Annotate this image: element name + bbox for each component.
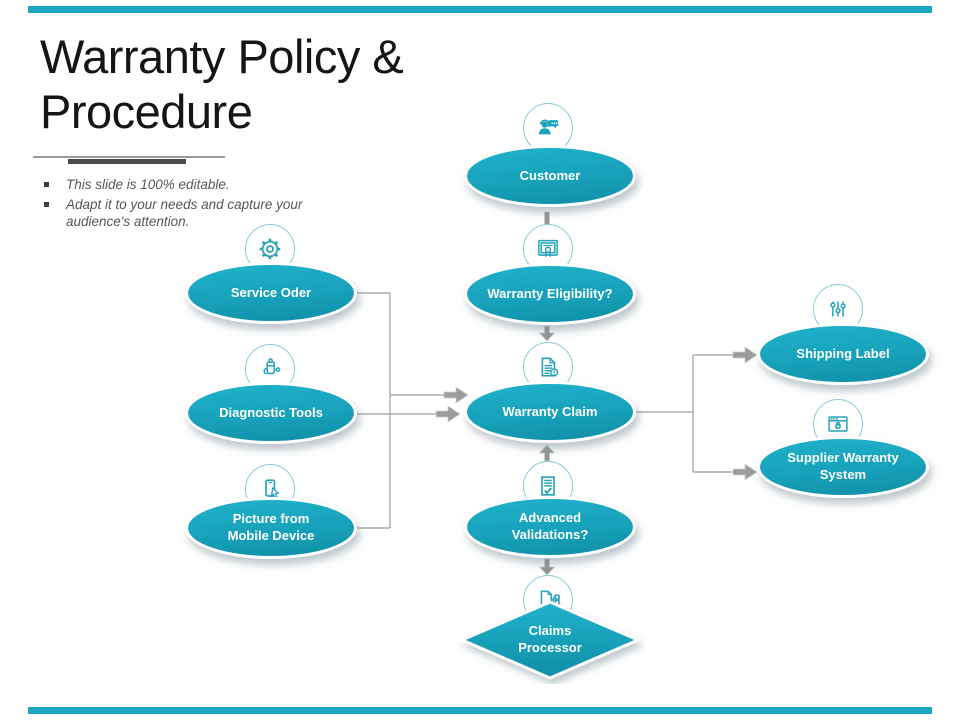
diamond-shape — [458, 600, 642, 680]
node-claims-processor — [455, 596, 645, 684]
arrow-validations-to-processor-icon — [538, 558, 556, 576]
bullet-item: This slide is 100% editable. — [42, 177, 344, 194]
title-underline — [33, 156, 225, 158]
node-service-order: Service Oder — [185, 262, 357, 324]
node-label: Supplier Warranty System — [787, 450, 899, 482]
node-label: Picture from Mobile Device — [227, 511, 315, 543]
node-customer: Customer — [464, 145, 636, 207]
bullet-list: This slide is 100% editable. Adapt it to… — [42, 177, 344, 234]
node-diagnostic-tools: Diagnostic Tools — [185, 382, 357, 444]
arrow-eligibility-to-claim-icon — [538, 325, 556, 342]
bullet-text: This slide is 100% editable. — [66, 177, 230, 192]
page-title: Warranty Policy & Procedure — [40, 30, 404, 138]
node-warranty-claim: Warranty Claim — [464, 381, 636, 443]
arrow-validations-to-claim-icon — [538, 444, 556, 462]
node-label: Warranty Eligibility? — [487, 285, 613, 301]
bullet-square-icon — [44, 201, 49, 207]
arrow-into-claim-upper-icon — [443, 386, 469, 404]
node-label: Shipping Label — [796, 345, 890, 361]
node-label: Warranty Claim — [502, 403, 598, 419]
node-picture-from-mobile: Picture from Mobile Device — [185, 497, 357, 559]
bullet-text: Adapt it to your needs and capture your … — [66, 196, 303, 229]
node-label: Claims Processor — [518, 623, 582, 655]
title-underline-accent — [68, 159, 186, 164]
arrow-into-supplier-icon — [732, 463, 758, 481]
node-label: Advanced Validations? — [511, 510, 589, 542]
node-supplier-warranty-system: Supplier Warranty System — [757, 436, 929, 498]
node-warranty-eligibility: Warranty Eligibility? — [464, 263, 636, 325]
bullet-square-icon — [44, 182, 49, 187]
node-label: Diagnostic Tools — [219, 404, 323, 420]
arrow-into-claim-lower-icon — [435, 405, 461, 423]
node-label: Customer — [519, 167, 581, 183]
arrow-into-shipping-icon — [732, 346, 758, 364]
node-label: Service Oder — [230, 284, 312, 300]
node-shipping-label: Shipping Label — [757, 323, 929, 385]
bottom-accent-bar — [28, 707, 932, 714]
node-advanced-validations: Advanced Validations? — [464, 496, 636, 558]
bullet-item: Adapt it to your needs and capture your … — [42, 197, 344, 231]
block-arrows — [435, 346, 758, 481]
connector-lines — [357, 292, 735, 529]
top-accent-bar — [28, 6, 932, 13]
